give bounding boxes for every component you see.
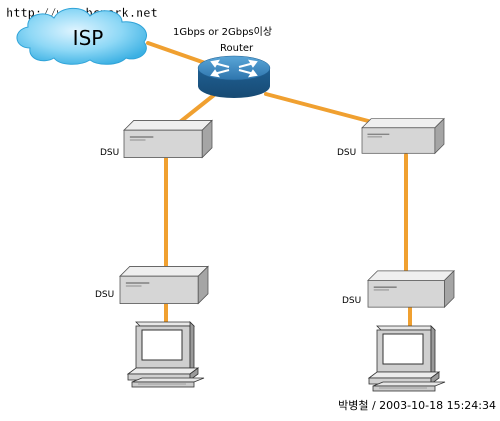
link-router-dsu-right (264, 92, 374, 124)
dsu-bottom-left: DSU (95, 265, 209, 305)
dsu-bottom-left-label: DSU (95, 290, 114, 300)
computer-right-icon (368, 325, 446, 392)
router-speed-label: 1Gbps or 2Gbps이상 (173, 26, 272, 38)
isp-label: ISP (73, 26, 104, 50)
dsu-top-left-label: DSU (100, 148, 119, 158)
router: 1Gbps or 2Gbps이상 Router (173, 26, 272, 98)
network-links (146, 41, 412, 328)
dsu-bottom-right-label: DSU (342, 296, 361, 306)
link-isp-router (146, 41, 210, 66)
router-label: Router (220, 43, 254, 54)
signature-timestamp: 박병철 / 2003-10-18 15:24:34 (338, 399, 496, 412)
dsu-bottom-right: DSU (342, 270, 455, 308)
dsu-top-right: DSU (337, 118, 445, 158)
dsu-top-left: DSU (100, 119, 213, 159)
link-router-dsu-left (178, 93, 216, 124)
isp-cloud: ISP (16, 7, 147, 65)
dsu-top-right-label: DSU (337, 148, 356, 158)
computer-left-icon (127, 321, 205, 388)
router-arrows-icon (210, 59, 258, 78)
